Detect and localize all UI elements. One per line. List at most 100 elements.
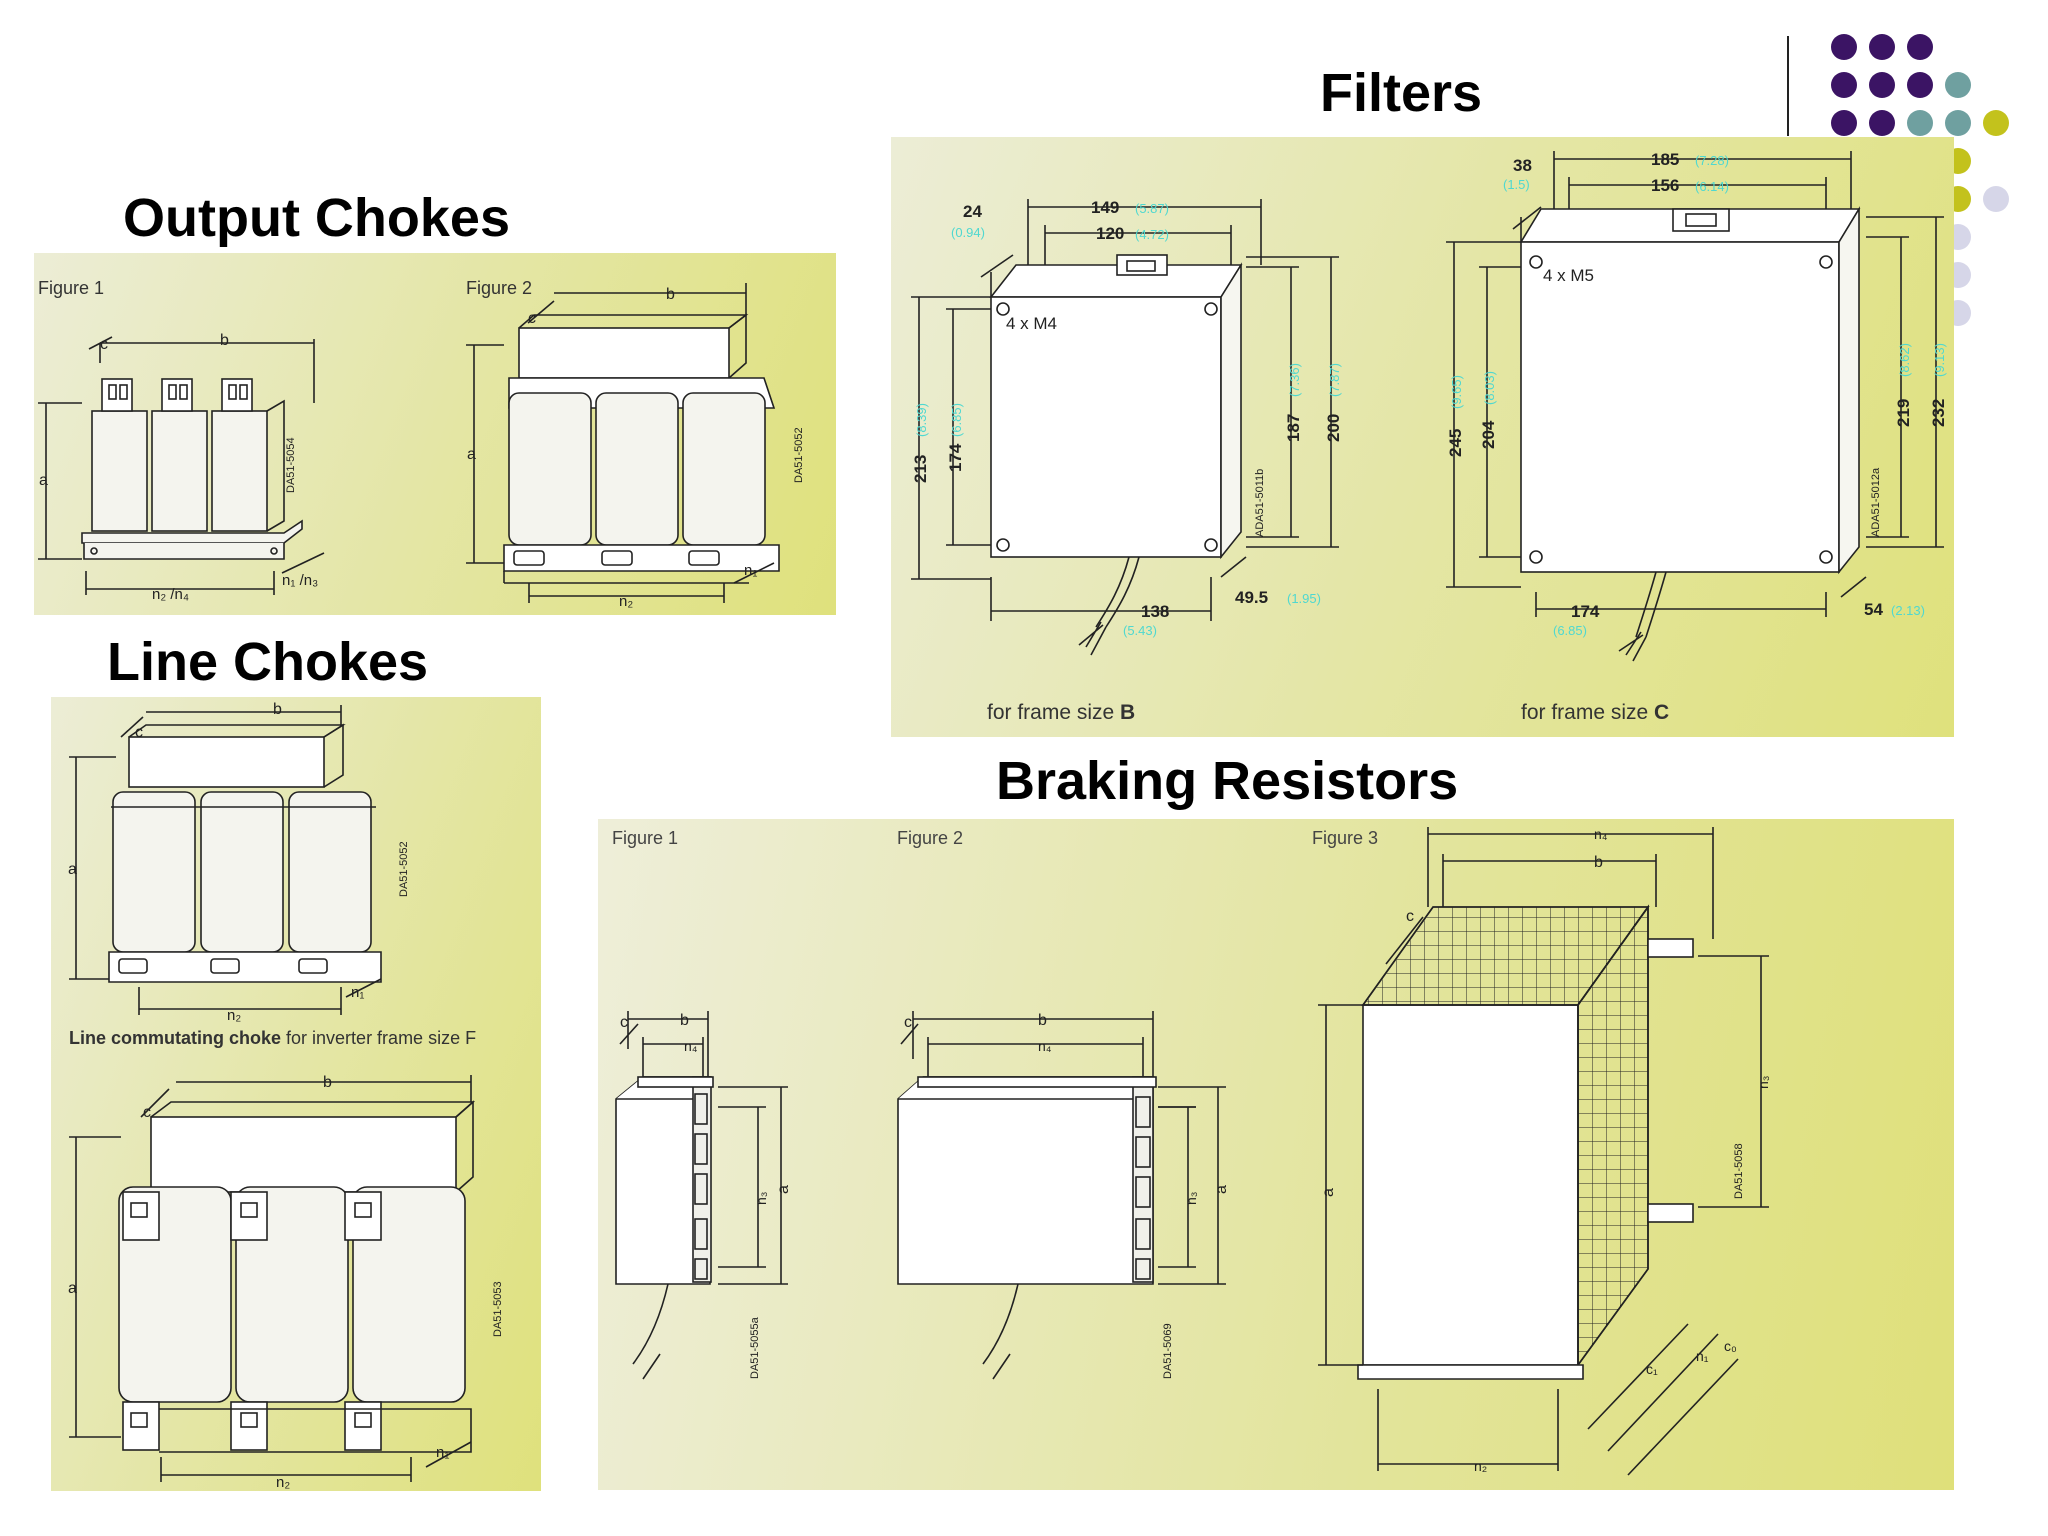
filter-b-dim-187: 187: [1284, 414, 1303, 442]
filter-c-dim-174-in: (6.85): [1553, 623, 1587, 638]
lc-caption: Line commutating choke for inverter fram…: [69, 1028, 476, 1048]
filter-c-caption-text: for frame size: [1521, 701, 1654, 724]
br-fig1-dim-c: c: [620, 1014, 628, 1031]
filter-b-caption: for frame size B: [987, 701, 1135, 724]
br-fig3-n1: n₁: [1696, 1348, 1709, 1364]
braking-resistors-panel: Figure 1 Figure 2 Figure 3 b n₄ c n₃ a D…: [598, 819, 1954, 1490]
filter-b-dim-200-in: (7.87): [1327, 363, 1342, 397]
oc-fig1-dim-b: b: [220, 332, 229, 349]
br-fig3-c1: c₁: [1646, 1361, 1658, 1377]
decor-dot: [1945, 72, 1971, 98]
lc-bottom-dim-c: c: [143, 1104, 151, 1121]
lc-top-n-bottom: n₂: [227, 1007, 241, 1024]
lc-bottom-dim-a: a: [68, 1280, 77, 1297]
filter-c-dim-174: 174: [1571, 602, 1600, 621]
filter-b-dim-187-in: (7.36): [1287, 363, 1302, 397]
filter-b-dim-24-in: (0.94): [951, 225, 985, 240]
filter-c-dim-245-in: (9.65): [1449, 375, 1464, 409]
lc-bottom-code: DA51-5053: [492, 1281, 504, 1337]
br-fig1-code: DA51-5055a: [749, 1316, 761, 1379]
br-fig3-n4: n₄: [1594, 826, 1608, 842]
br-fig2-dim-c: c: [904, 1014, 912, 1031]
br-fig1-label: Figure 1: [612, 828, 678, 848]
oc-fig2-code: DA51-5052: [793, 427, 805, 483]
br-fig1-n4: n₄: [684, 1038, 698, 1054]
line-chokes-title: Line Chokes: [107, 632, 429, 692]
line-chokes-drawing: b c a n₂ n₁ DA51-5052 Line commutating c…: [68, 701, 504, 1491]
oc-fig1-n-side: n₁ /n₃: [282, 572, 318, 589]
br-fig2-code: DA51-5069: [1162, 1323, 1174, 1379]
output-chokes-drawing: Figure 1 Figure 2 b c a n₂ /n₄ n₁ /n₃ DA…: [38, 278, 805, 610]
decor-dot: [1983, 186, 2009, 212]
decor-dot: [1869, 110, 1895, 136]
oc-fig2-dim-a: a: [467, 446, 476, 463]
oc-fig1-label: Figure 1: [38, 278, 104, 298]
br-fig3-dim-a: a: [1320, 1188, 1337, 1197]
lc-bottom-dim-b: b: [323, 1074, 332, 1091]
filter-b-dim-49-in: (1.95): [1287, 591, 1321, 606]
filter-b-caption-text: for frame size: [987, 701, 1120, 724]
lc-top-dim-a: a: [68, 861, 77, 878]
filter-b-caption-bold: B: [1120, 701, 1135, 724]
filter-b-dim-213-in: (8.39): [914, 403, 929, 437]
filter-c-dim-185: 185: [1651, 150, 1679, 169]
braking-resistors-title: Braking Resistors: [996, 751, 1459, 811]
output-chokes-panel: Figure 1 Figure 2 b c a n₂ /n₄ n₁ /n₃ DA…: [34, 253, 836, 615]
oc-fig2-n-side: n₁: [744, 562, 757, 579]
br-fig1-dim-b: b: [680, 1012, 689, 1029]
filter-c-dim-38: 38: [1513, 156, 1532, 175]
lc-caption-bold: Line commutating choke: [69, 1028, 281, 1048]
br-fig2-dim-b: b: [1038, 1012, 1047, 1029]
filter-b-code: ADA51-5011b: [1254, 469, 1266, 537]
decor-dot: [1831, 110, 1857, 136]
filter-b-dim-120: 120: [1096, 224, 1124, 243]
oc-fig1-dim-c: c: [100, 336, 108, 353]
br-fig3-n3: n₃: [1755, 1076, 1771, 1090]
line-chokes-panel: b c a n₂ n₁ DA51-5052 Line commutating c…: [51, 697, 541, 1491]
oc-fig2-n-bottom: n₂: [619, 593, 633, 610]
filter-b-dim-213: 213: [911, 455, 930, 483]
br-fig2-n3: n₃: [1183, 1192, 1199, 1206]
decor-dot: [1831, 34, 1857, 60]
output-chokes-title: Output Chokes: [123, 188, 510, 248]
filter-b-dim-149: 149: [1091, 198, 1119, 217]
filter-c-dim-54-in: (2.13): [1891, 603, 1925, 618]
filter-c-screws: 4 x M5: [1543, 266, 1594, 285]
oc-fig2-label: Figure 2: [466, 278, 532, 298]
decor-dot: [1983, 110, 2009, 136]
oc-fig2-dim-b: b: [666, 286, 675, 303]
decor-dot: [1869, 34, 1895, 60]
filter-c-dim-156-in: (6.14): [1695, 179, 1729, 194]
filter-c-dim-245: 245: [1446, 429, 1465, 457]
decor-dot: [1907, 110, 1933, 136]
filter-c-dim-204: 204: [1479, 420, 1498, 449]
lc-bottom-n-side: n₁: [436, 1444, 449, 1461]
filter-c-dim-232: 232: [1929, 399, 1948, 427]
filter-b-dim-138-in: (5.43): [1123, 623, 1157, 638]
filter-b-dim-120-in: (4.72): [1135, 227, 1169, 242]
br-fig1-dim-a: a: [775, 1185, 792, 1194]
lc-top-code: DA51-5052: [398, 841, 410, 897]
br-fig2-dim-a: a: [1213, 1185, 1230, 1194]
filter-b-dim-138: 138: [1141, 602, 1169, 621]
decor-dot: [1907, 34, 1933, 60]
filter-c-dim-38-in: (1.5): [1503, 177, 1530, 192]
filter-c-dim-219: 219: [1894, 399, 1913, 427]
decor-dot: [1831, 72, 1857, 98]
br-fig3-dim-c: c: [1406, 908, 1414, 925]
oc-fig1-code: DA51-5054: [285, 437, 297, 493]
br-fig3-dim-b: b: [1594, 854, 1603, 871]
lc-top-dim-c: c: [135, 724, 143, 741]
filter-b-dim-49: 49.5: [1235, 588, 1268, 607]
filter-b-dim-149-in: (5.87): [1135, 201, 1169, 216]
lc-top-dim-b: b: [273, 701, 282, 718]
lc-top-n-side: n₁: [351, 984, 364, 1001]
br-fig3-n2: n₂: [1474, 1458, 1487, 1474]
filter-c-caption: for frame size C: [1521, 701, 1669, 724]
filter-c-dim-204-in: (8.03): [1482, 371, 1497, 405]
decor-dot: [1869, 72, 1895, 98]
br-fig3-label: Figure 3: [1312, 828, 1378, 848]
br-fig3-code: DA51-5058: [1733, 1143, 1745, 1199]
filters-title: Filters: [1320, 63, 1483, 123]
filter-c-dim-219-in: (8.62): [1897, 343, 1912, 377]
